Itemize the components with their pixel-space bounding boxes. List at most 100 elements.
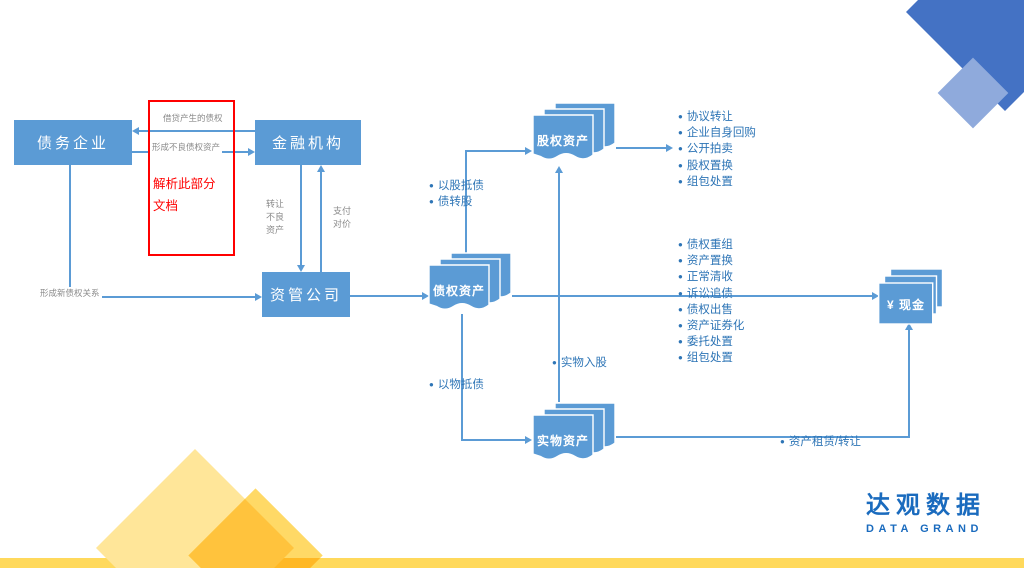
- node-cash: ¥ 现金: [877, 268, 944, 326]
- node-asset-management-company-label: 资管公司: [269, 287, 342, 304]
- bullet-dot-icon: ●: [678, 256, 683, 266]
- list-physical-disposal-methods: ●资产租赁/转让: [780, 434, 861, 450]
- bullet-text: 以股抵债: [437, 180, 484, 192]
- line-physical-to-equity: [558, 173, 560, 402]
- line-to-equity-assets: [465, 150, 525, 152]
- bullet-dot-icon: ●: [678, 240, 683, 249]
- bullet-item: ●以股抵债: [429, 178, 484, 194]
- edge-label-pay-consideration: 支付 对价: [333, 205, 351, 231]
- line-fin-to-debt: [139, 130, 255, 132]
- edge-label-form-new-debt-relation: 形成新债权关系: [38, 287, 102, 299]
- list-debt-to-equity-methods: ●以股抵债●债转股: [429, 178, 484, 210]
- datagrand-logo: 达观数据 DATA GRAND: [866, 492, 986, 535]
- node-asset-management-company: 资管公司: [262, 272, 350, 317]
- bullet-item: ●协议转让: [678, 109, 756, 125]
- arrowhead-to-debt-company: [132, 127, 139, 135]
- bullet-item: ●诉讼追债: [678, 286, 744, 302]
- bullet-item: ●组包处置: [678, 174, 756, 190]
- bullet-text: 委托处置: [686, 336, 733, 349]
- bullet-item: ●组包处置: [678, 350, 744, 366]
- bullet-item: ●债权出售: [678, 302, 744, 318]
- node-debt-assets-label: 债权资产: [432, 284, 485, 298]
- bullet-text: 股权置换: [686, 159, 733, 172]
- bullet-dot-icon: ●: [552, 358, 557, 367]
- bullet-text: 诉讼追债: [686, 287, 733, 300]
- bullet-dot-icon: ●: [678, 128, 683, 138]
- line-physical-right: [616, 436, 910, 438]
- bullet-item: ●债转股: [429, 194, 484, 210]
- node-equity-assets: 股权资产: [532, 102, 616, 166]
- bullet-dot-icon: ●: [429, 380, 434, 389]
- bullet-text: 企业自身回购: [686, 127, 756, 140]
- list-debt-to-physical-methods: ●以物抵债: [429, 377, 484, 393]
- bullet-item: ●委托处置: [678, 334, 744, 350]
- transfer-npl-line2: 不良: [266, 212, 285, 222]
- bullet-text: 协议转让: [686, 111, 733, 123]
- bullet-text: 债转股: [437, 196, 473, 209]
- arrowhead-to-cash: [872, 292, 879, 300]
- decor-bottom-bar: [0, 558, 1024, 568]
- bullet-dot-icon: ●: [678, 353, 683, 363]
- logo-cn-text: 达观数据: [866, 492, 986, 519]
- node-equity-assets-label: 股权资产: [536, 134, 589, 148]
- cash-stack-icon: [877, 268, 944, 325]
- logo-en-text: DATA GRAND: [866, 523, 983, 535]
- arrowhead-to-debt-assets: [422, 292, 429, 300]
- bullet-text: 正常清收: [686, 271, 733, 284]
- node-physical-assets-label: 实物资产: [536, 434, 589, 448]
- bullet-item: ●实物入股: [552, 355, 607, 371]
- bullet-dot-icon: ●: [678, 337, 683, 347]
- bullet-text: 组包处置: [686, 352, 733, 365]
- node-physical-assets: 实物资产: [532, 402, 616, 466]
- bullet-item: ●公开拍卖: [678, 141, 756, 157]
- line-equity-to-list: [616, 147, 666, 149]
- arrowhead-to-amc: [297, 265, 305, 272]
- pay-consideration-line1: 支付: [333, 206, 352, 216]
- bullet-dot-icon: ●: [678, 321, 683, 331]
- bullet-text: 实物入股: [560, 357, 607, 369]
- bullet-text: 组包处置: [686, 175, 733, 188]
- pay-consideration-line2: 对价: [333, 219, 352, 229]
- arrowhead-to-financial-institution: [248, 148, 255, 156]
- bullet-item: ●资产置换: [678, 253, 744, 269]
- bullet-dot-icon: ●: [678, 304, 683, 314]
- line-fin-to-amc: [300, 165, 302, 265]
- bullet-text: 公开拍卖: [686, 143, 733, 156]
- transfer-npl-line3: 资产: [266, 225, 285, 235]
- documents-stack-icon: [532, 402, 616, 460]
- line-amc-to-fin: [320, 172, 322, 272]
- bullet-dot-icon: ●: [678, 288, 683, 298]
- edge-label-form-npl-assets: 形成不良债权资产: [150, 141, 223, 153]
- line-physical-up-to-cash: [908, 330, 910, 438]
- list-debt-disposal-methods: ●债权重组●资产置换●正常清收●诉讼追债●债权出售●资产证券化●委托处置●组包处…: [678, 237, 744, 367]
- node-debt-company-label: 债务企业: [36, 135, 109, 152]
- arrowhead-to-fin-payment: [317, 165, 325, 172]
- arrowhead-physical-to-equity: [555, 166, 563, 173]
- bullet-item: ●以物抵债: [429, 377, 484, 393]
- bullet-text: 资产置换: [686, 255, 733, 268]
- annotation-red-rectangle: [148, 100, 235, 256]
- line-debt-assets-up: [465, 151, 467, 254]
- arrowhead-to-amc-left: [255, 293, 262, 301]
- list-equity-disposal-methods: ●协议转让●企业自身回购●公开拍卖●股权置换●组包处置: [678, 109, 756, 190]
- documents-stack-icon: [532, 102, 616, 160]
- edge-label-loan-generates-debt: 借贷产生的债权: [163, 113, 223, 123]
- line-debt-assets-down: [461, 314, 463, 440]
- line-debt-to-amc: [69, 296, 255, 298]
- bullet-text: 资产租赁/转让: [788, 436, 862, 448]
- bullet-dot-icon: ●: [678, 272, 683, 282]
- bullet-text: 债权重组: [686, 239, 733, 251]
- line-debt-assets-to-cash: [512, 295, 872, 297]
- arrowhead-to-equity-assets: [525, 147, 532, 155]
- bullet-text: 以物抵债: [437, 379, 484, 391]
- line-to-physical-assets: [461, 439, 525, 441]
- edge-label-transfer-npl: 转让 不良 资产: [266, 198, 284, 237]
- annotation-red-text: 解析此部分 文档: [153, 173, 216, 217]
- bullet-dot-icon: ●: [678, 176, 683, 186]
- node-debt-assets: 债权资产: [428, 252, 512, 316]
- node-financial-institution-label: 金融机构: [271, 135, 344, 152]
- bullet-dot-icon: ●: [678, 144, 683, 154]
- node-financial-institution: 金融机构: [255, 120, 361, 165]
- bullet-dot-icon: ●: [429, 197, 434, 207]
- list-physical-to-equity-methods: ●实物入股: [552, 355, 607, 371]
